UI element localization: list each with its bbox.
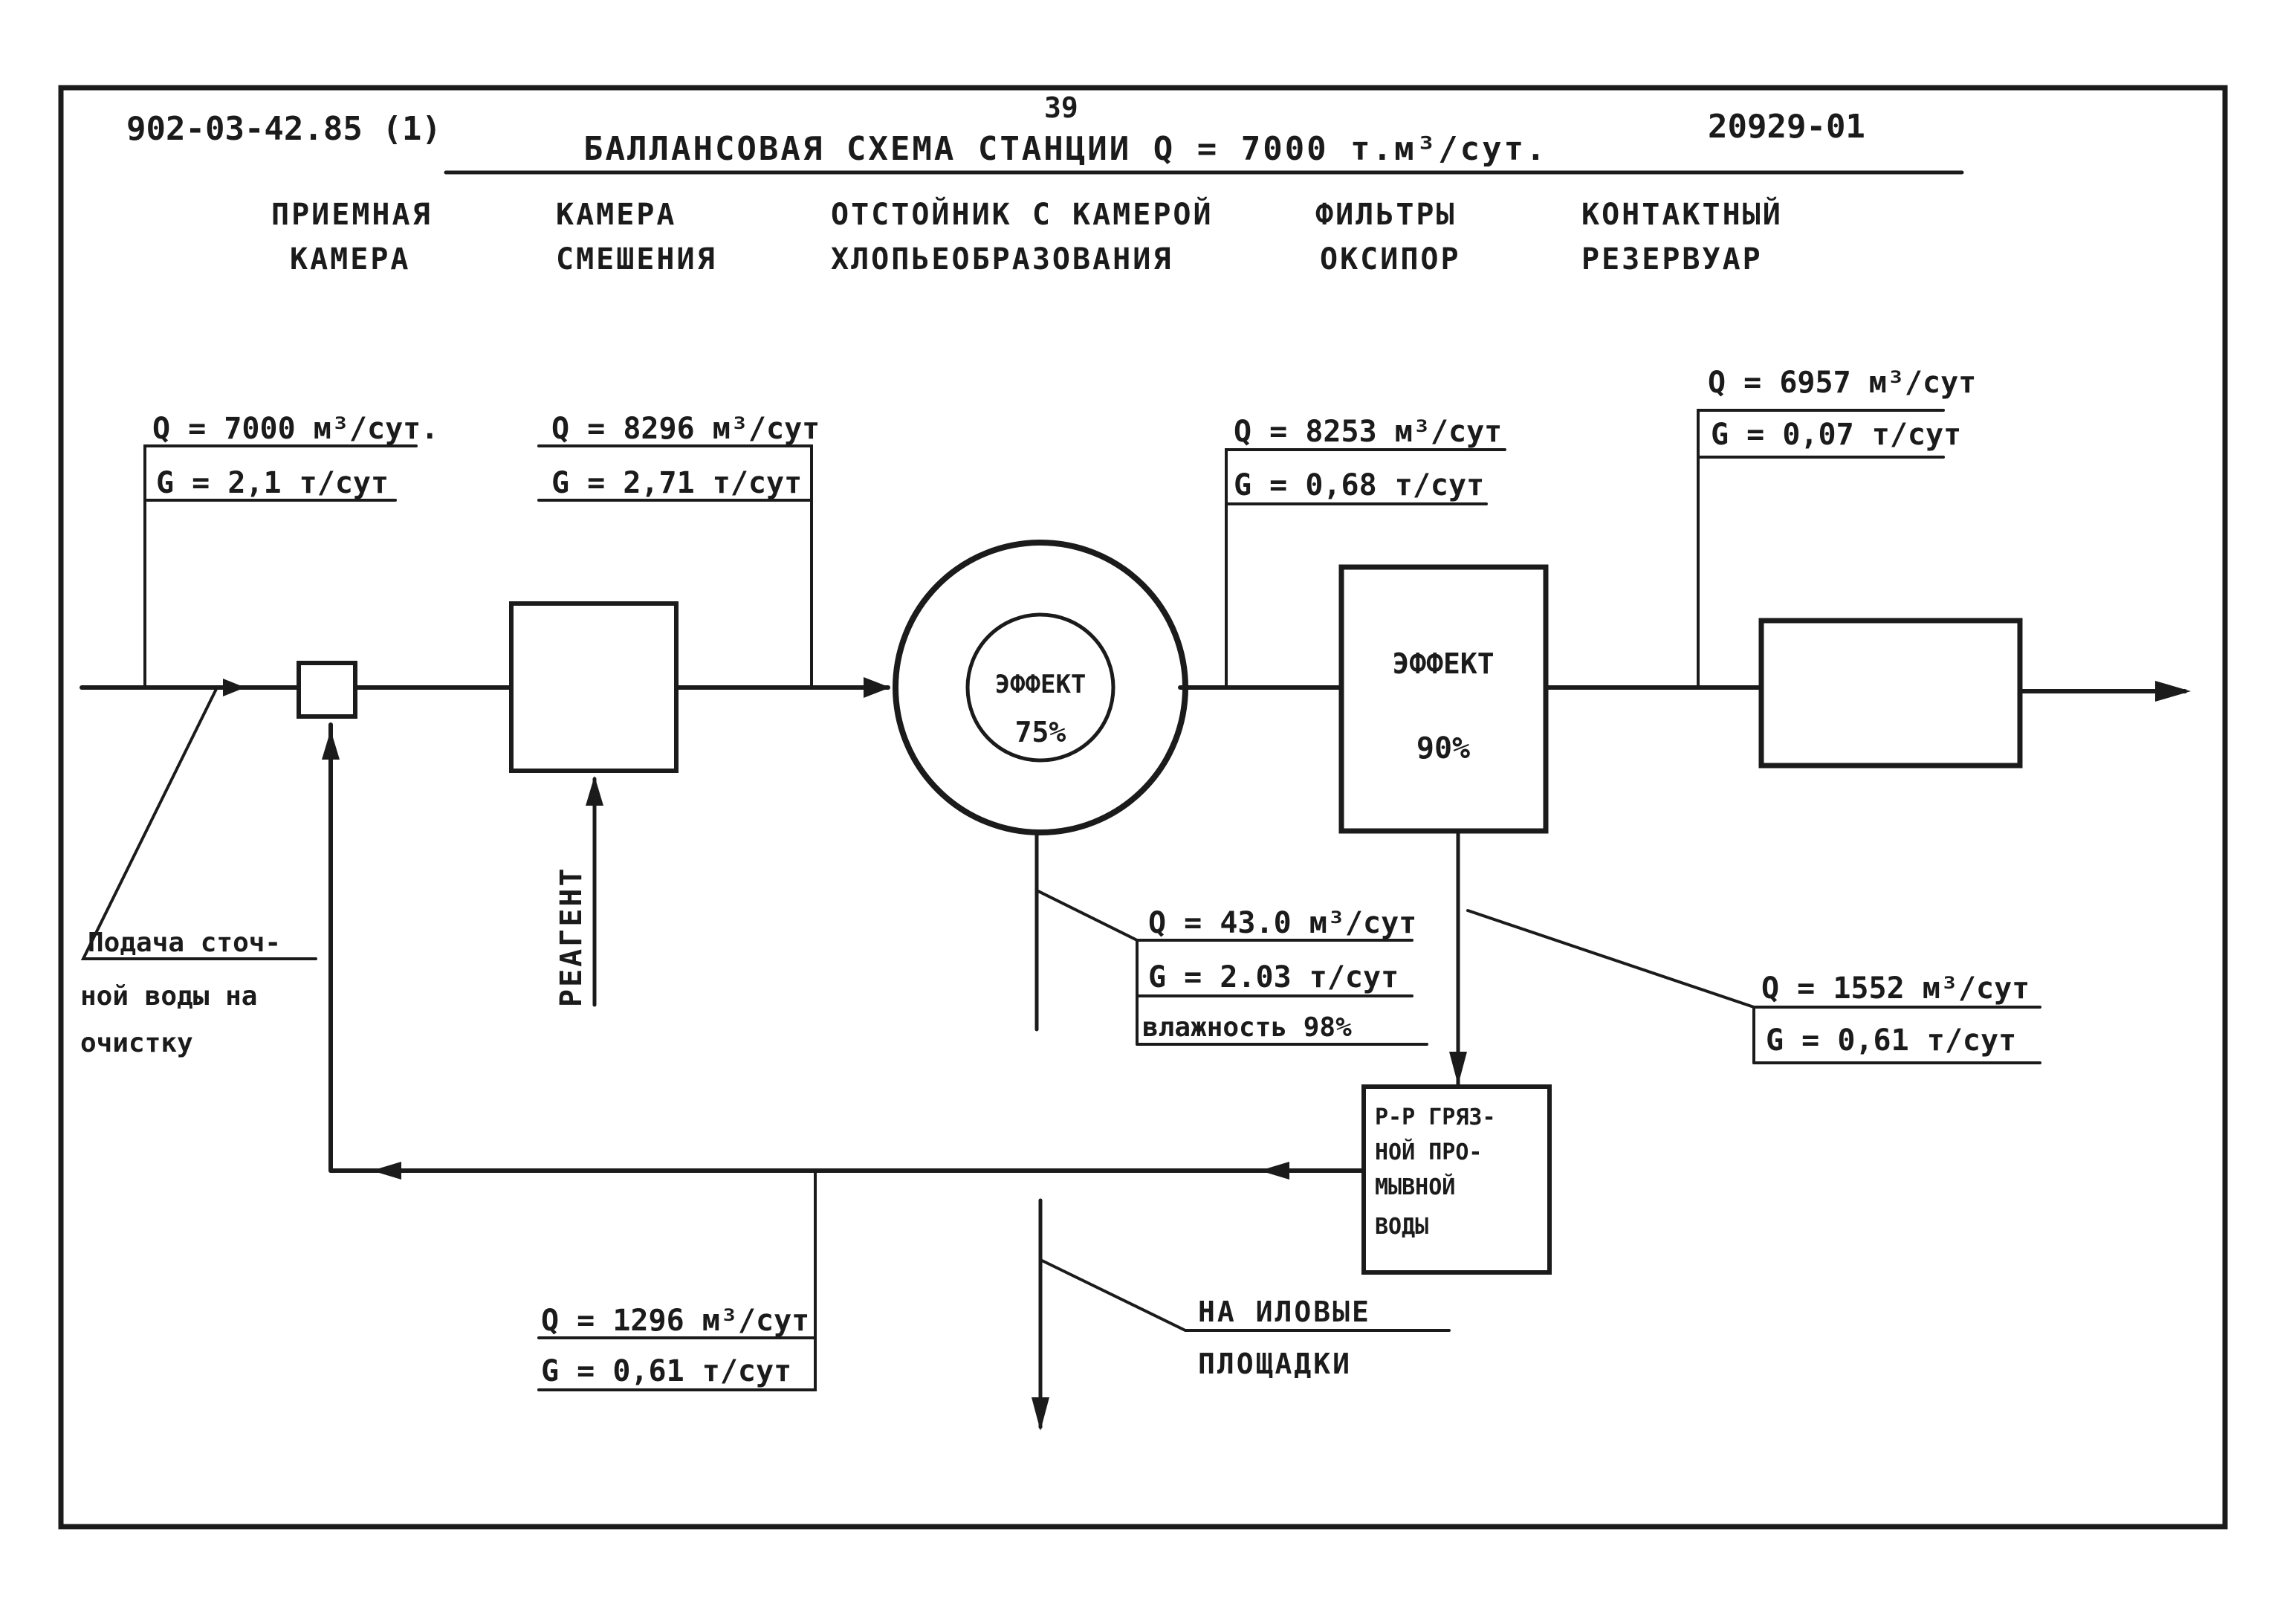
- filter: ЭФФЕКТ 90%: [1338, 564, 1549, 834]
- inlet-g: G = 2,1 т/сут: [156, 466, 389, 500]
- flow-label-inlet: Q = 7000 м³/сут. G = 2,1 т/сут: [143, 412, 438, 689]
- inlet-q: Q = 7000 м³/сут.: [152, 412, 438, 446]
- col-2-line-2: СМЕШЕНИЯ: [556, 242, 717, 276]
- receiving-chamber-box: [297, 661, 357, 719]
- flow-label-after-mix: Q = 8296 м³/сут G = 2,71 т/сут: [537, 412, 820, 689]
- sludge-outlet: Q = 43.0 м³/сут G = 2.03 т/сут влажность…: [1032, 830, 1451, 1431]
- feed-annotation: Подача сточ- ной воды на очистку: [80, 686, 317, 1058]
- outlet-q: Q = 6957 м³/сут: [1708, 366, 1976, 400]
- settler-effect-label: ЭФФЕКТ: [995, 670, 1087, 699]
- after-settler-g: G = 0,68 т/сут: [1234, 468, 1484, 502]
- tank-label-line-3: МЫВНОЙ: [1375, 1174, 1455, 1200]
- col-4-line-1: ФИЛЬТРЫ: [1315, 198, 1457, 232]
- page-number: 39: [1044, 91, 1078, 124]
- tank-label-line-2: НОЙ ПРО-: [1375, 1139, 1483, 1165]
- settler-effect-value: 75%: [1015, 716, 1066, 748]
- col-4-line-2: ОКСИПОР: [1320, 242, 1461, 276]
- feed-label-line-1: Подача сточ-: [88, 928, 281, 958]
- page-title: БАЛЛАНСОВАЯ СХЕМА СТАНЦИИ Q = 7000 т.м³/…: [583, 130, 1548, 168]
- settler-outer-circle: [893, 540, 1188, 835]
- col-2-line-1: КАМЕРА: [556, 198, 677, 232]
- mixing-chamber-box: [509, 601, 679, 773]
- reagent-input: РЕАГЕНТ: [554, 776, 603, 1007]
- after-settler-q: Q = 8253 м³/сут: [1234, 415, 1502, 449]
- feed-label-line-2: ной воды на: [80, 981, 257, 1012]
- contact-reservoir-box: [1758, 618, 2023, 769]
- col-5-line-2: РЕЗЕРВУАР: [1581, 242, 1763, 276]
- feed-label-line-3: очистку: [80, 1028, 193, 1058]
- settler: ЭФФЕКТ 75%: [893, 540, 1188, 835]
- after-mix-q: Q = 8296 м³/сут: [551, 412, 820, 446]
- filter-effect-value: 90%: [1416, 731, 1470, 766]
- wash-water-outlet: Q = 1552 м³/сут G = 0,61 т/сут: [1449, 829, 2041, 1089]
- return-line: Q = 1296 м³/сут G = 0,61 т/сут: [322, 722, 1366, 1391]
- main-process-line: [80, 677, 2191, 702]
- tank-label-line-4: ВОДЫ: [1375, 1214, 1428, 1240]
- flow-label-outlet: Q = 6957 м³/сут G = 0,07 т/сут: [1697, 366, 1976, 689]
- col-5-line-1: КОНТАКТНЫЙ: [1581, 196, 1783, 232]
- sludge-g: G = 2.03 т/сут: [1148, 960, 1399, 994]
- filter-effect-label: ЭФФЕКТ: [1392, 647, 1494, 680]
- tank-label-line-1: Р-Р ГРЯЗ-: [1375, 1104, 1496, 1130]
- sludge-q: Q = 43.0 м³/сут: [1148, 906, 1416, 940]
- sludge-destination-line-1: НА ИЛОВЫЕ: [1198, 1295, 1371, 1328]
- wash-water-tank-box: [1361, 1084, 1552, 1275]
- flow-label-after-settler: Q = 8253 м³/сут G = 0,68 т/сут: [1225, 415, 1506, 689]
- doc-code: 902-03-42.85 (1): [126, 110, 441, 148]
- wash-water-tank: Р-Р ГРЯЗ- НОЙ ПРО- МЫВНОЙ ВОДЫ: [1361, 1084, 1552, 1275]
- col-1-line-1: ПРИЕМНАЯ: [271, 198, 433, 232]
- filter-box: [1338, 564, 1549, 834]
- column-headings: ПРИЕМНАЯ КАМЕРА КАМЕРА СМЕШЕНИЯ ОТСТОЙНИ…: [271, 196, 1783, 276]
- outlet-g: G = 0,07 т/сут: [1711, 418, 1961, 452]
- wash-g: G = 0,61 т/сут: [1766, 1023, 2016, 1058]
- sludge-humidity: влажность 98%: [1142, 1012, 1352, 1043]
- sludge-destination-line-2: ПЛОЩАДКИ: [1198, 1348, 1352, 1380]
- sheet-code: 20929-01: [1708, 108, 1865, 146]
- wash-q: Q = 1552 м³/сут: [1761, 971, 2030, 1006]
- return-q: Q = 1296 м³/сут: [541, 1304, 809, 1338]
- col-3-line-2: ХЛОПЬЕОБРАЗОВАНИЯ: [831, 242, 1173, 276]
- col-3-line-1: ОТСТОЙНИК С КАМЕРОЙ: [831, 196, 1214, 232]
- drawing-frame: [58, 85, 2228, 1530]
- col-1-line-2: КАМЕРА: [290, 242, 411, 276]
- reagent-label: РЕАГЕНТ: [554, 866, 589, 1007]
- settler-inner-circle: [965, 612, 1115, 763]
- after-mix-g: G = 2,71 т/сут: [551, 466, 802, 500]
- return-g: G = 0,61 т/сут: [541, 1354, 791, 1388]
